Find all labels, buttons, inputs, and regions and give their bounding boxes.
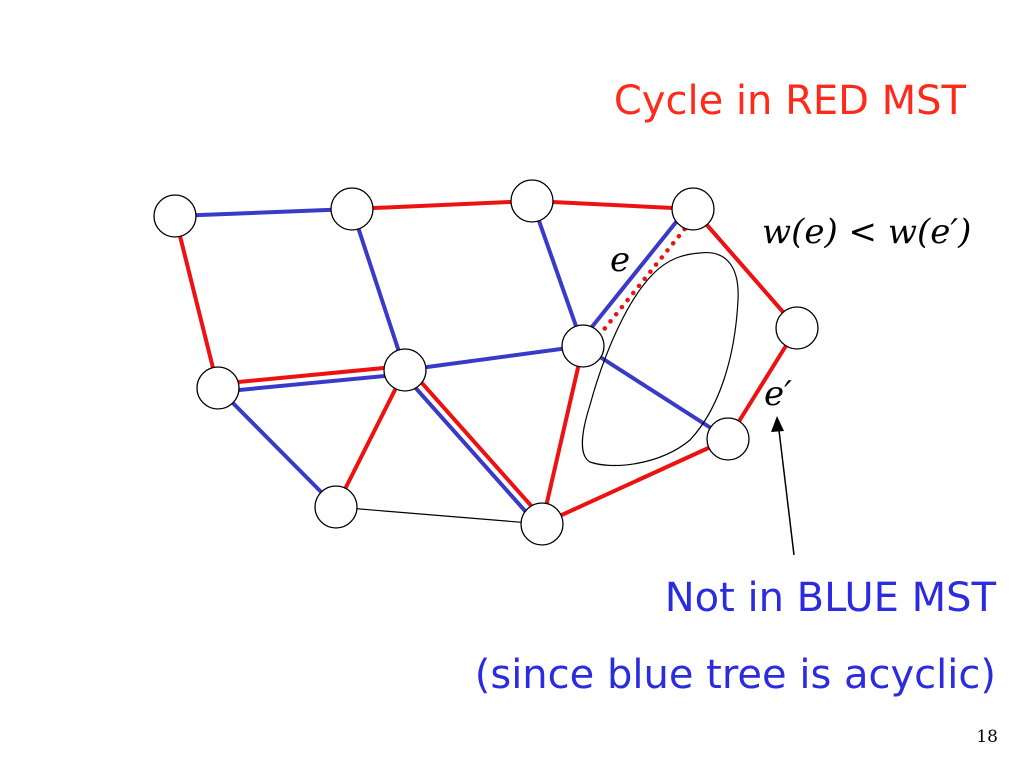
edges-layer xyxy=(173,199,799,528)
edge-n5-n6-red xyxy=(726,326,799,441)
edge-n8-n9-blue xyxy=(218,371,406,394)
edge-n9-n11-red xyxy=(334,369,407,508)
edge-n10-n7-red xyxy=(540,345,585,525)
nodes-layer xyxy=(153,179,819,546)
page-number: 18 xyxy=(976,727,998,747)
graph-node-n7 xyxy=(520,502,564,546)
arrow-head xyxy=(771,416,784,432)
annotation-acyclic: (since blue tree is acyclic) xyxy=(474,652,996,698)
edge-n2-n9-blue xyxy=(350,208,407,371)
edge-label-e: e xyxy=(610,240,631,280)
edge-n10-n6-blue xyxy=(581,344,730,441)
graph-node-n3 xyxy=(510,179,554,223)
edge-n8-n9-red xyxy=(217,364,405,387)
graph-node-n6 xyxy=(706,417,750,461)
graph-node-n2 xyxy=(330,187,374,231)
edge-e-blue xyxy=(577,204,691,345)
graph-node-n5 xyxy=(775,306,819,350)
edge-label-e-prime: e′ xyxy=(764,374,792,414)
edge-n9-n7-blue xyxy=(400,371,541,528)
annotation-not-in-blue: Not in BLUE MST xyxy=(664,575,996,621)
edge-n9-n10-blue xyxy=(404,344,584,372)
graph-node-n4 xyxy=(671,187,715,231)
graph-node-n1 xyxy=(153,194,197,238)
edge-e-red-dotted xyxy=(585,210,700,353)
edge-n2-n3-red xyxy=(351,199,533,211)
edge-n3-n4-red xyxy=(531,199,694,211)
edge-n1-n8-red xyxy=(173,215,220,389)
graph-node-n10 xyxy=(561,324,605,368)
edge-n8-n11-blue xyxy=(216,386,338,509)
cut-region-outline xyxy=(581,251,739,467)
graph-node-n8 xyxy=(196,366,240,410)
edge-n11-n7-plain xyxy=(335,506,543,525)
graph-node-n9 xyxy=(383,348,427,392)
arrow-to-e-prime xyxy=(777,421,795,556)
slide-title: Cycle in RED MST xyxy=(613,78,966,124)
edge-n9-n7-red xyxy=(406,366,547,523)
edge-n3-n10-blue xyxy=(530,200,585,347)
weight-inequality: w(e) < w(e′) xyxy=(762,212,972,252)
edge-n4-n5-red xyxy=(691,207,799,330)
edge-n6-n7-red xyxy=(541,437,729,526)
edge-n1-n2-blue xyxy=(174,207,353,218)
graph-node-n11 xyxy=(314,485,358,529)
